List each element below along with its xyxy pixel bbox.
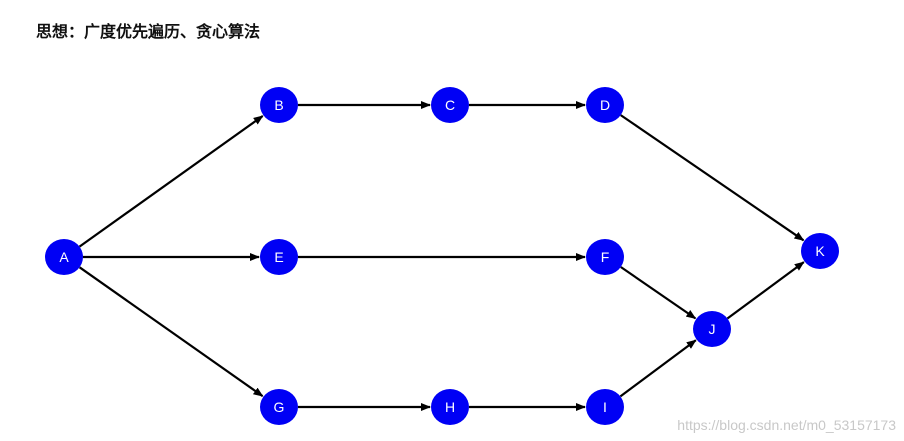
node-d: D: [586, 87, 624, 123]
node-f: F: [586, 239, 624, 275]
node-label-i: I: [603, 399, 607, 415]
node-circle-k: [801, 233, 839, 269]
node-k: K: [801, 233, 839, 269]
node-j: J: [693, 311, 731, 347]
node-circle-g: [260, 389, 298, 425]
nodes-layer: A B C D E F G H I J K: [45, 87, 839, 425]
node-label-a: A: [59, 249, 69, 265]
edge-a-g: [78, 266, 264, 397]
node-label-c: C: [445, 97, 455, 113]
node-label-f: F: [601, 249, 610, 265]
edge-f-j: [620, 266, 697, 320]
node-e: E: [260, 239, 298, 275]
node-circle-h: [431, 389, 469, 425]
node-circle-f: [586, 239, 624, 275]
node-label-j: J: [709, 321, 716, 337]
node-label-h: H: [445, 399, 455, 415]
node-label-b: B: [274, 97, 283, 113]
watermark-text: https://blog.csdn.net/m0_53157173: [677, 417, 896, 433]
node-circle-d: [586, 87, 624, 123]
node-circle-a: [45, 239, 83, 275]
page-title: 思想：广度优先遍历、贪心算法: [36, 22, 261, 41]
edges-layer: [78, 101, 805, 411]
node-label-e: E: [274, 249, 283, 265]
edge-i-j: [619, 339, 697, 398]
node-i: I: [586, 389, 624, 425]
node-h: H: [431, 389, 469, 425]
edge-j-k: [726, 261, 805, 320]
node-label-g: G: [274, 399, 285, 415]
node-b: B: [260, 87, 298, 123]
node-a: A: [45, 239, 83, 275]
node-circle-j: [693, 311, 731, 347]
node-circle-c: [431, 87, 469, 123]
edge-d-k: [620, 114, 805, 242]
node-c: C: [431, 87, 469, 123]
node-label-d: D: [600, 97, 610, 113]
node-circle-b: [260, 87, 298, 123]
node-label-k: K: [815, 243, 825, 259]
node-g: G: [260, 389, 298, 425]
node-circle-i: [586, 389, 624, 425]
node-circle-e: [260, 239, 298, 275]
edge-a-b: [78, 115, 264, 248]
